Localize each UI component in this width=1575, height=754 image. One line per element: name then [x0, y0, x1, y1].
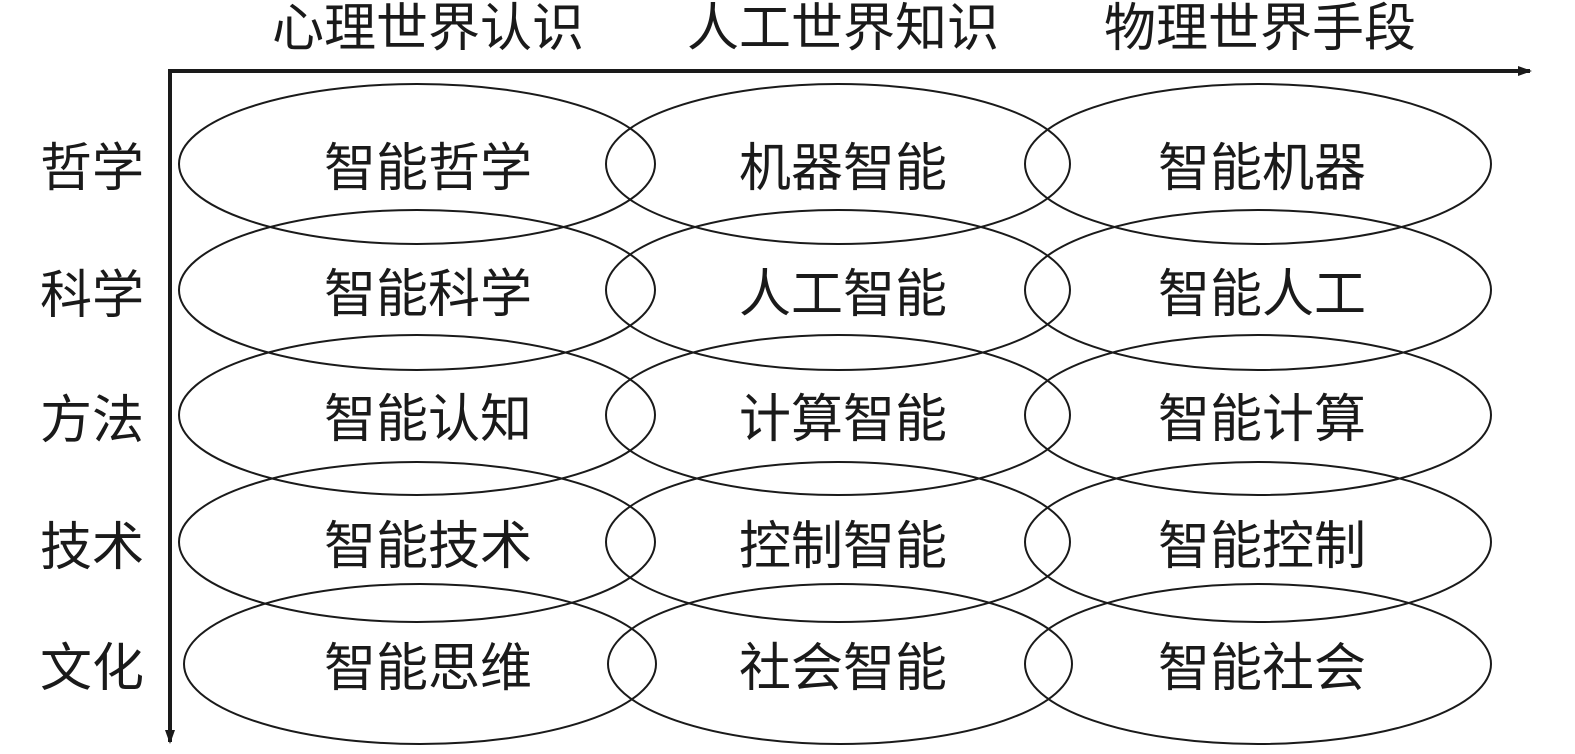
cell-ellipse — [605, 461, 1071, 623]
cell-label: 智能社会 — [1158, 639, 1366, 699]
row-header: 哲学 — [40, 139, 144, 199]
cell-ellipse — [605, 334, 1071, 496]
cell-ellipse — [605, 83, 1071, 245]
cell-ellipse — [1024, 209, 1492, 371]
cell-label: 计算智能 — [739, 390, 947, 450]
column-header: 人工世界知识 — [687, 0, 999, 59]
cell-label: 智能技术 — [324, 517, 532, 577]
cell-ellipse — [1024, 583, 1492, 745]
cell-label: 控制智能 — [739, 517, 947, 577]
row-headers: 哲学 科学 方法 技术 文化 — [40, 139, 144, 699]
matrix-row: 智能哲学 机器智能 智能机器 — [178, 83, 1492, 245]
row-header: 文化 — [40, 639, 144, 699]
cell-label: 智能计算 — [1158, 390, 1366, 450]
cell-label: 人工智能 — [739, 265, 947, 325]
cell-label: 智能哲学 — [324, 139, 532, 199]
row-header: 科学 — [40, 266, 144, 326]
cell-label: 机器智能 — [739, 139, 947, 199]
cell-ellipse — [178, 461, 656, 623]
cell-ellipse — [178, 83, 656, 245]
cell-label: 智能认知 — [324, 390, 532, 450]
column-header: 物理世界手段 — [1104, 0, 1416, 59]
cell-ellipse — [1024, 83, 1492, 245]
column-header: 心理世界认识 — [272, 0, 584, 59]
row-header: 技术 — [40, 518, 144, 578]
matrix-row: 智能技术 控制智能 智能控制 — [178, 461, 1492, 623]
cell-ellipse — [607, 583, 1073, 745]
cell-ellipse — [178, 209, 656, 371]
cell-label: 社会智能 — [739, 639, 947, 699]
cell-ellipse — [183, 583, 657, 745]
cell-label: 智能机器 — [1158, 139, 1366, 199]
cell-label: 智能人工 — [1158, 265, 1366, 325]
row-header: 方法 — [40, 391, 144, 451]
column-headers: 心理世界认识 人工世界知识 物理世界手段 — [272, 0, 1416, 59]
matrix-row: 智能认知 计算智能 智能计算 — [178, 334, 1492, 496]
matrix-row: 智能思维 社会智能 智能社会 — [183, 583, 1492, 745]
cell-label: 智能科学 — [324, 265, 532, 325]
matrix-row: 智能科学 人工智能 智能人工 — [178, 209, 1492, 371]
cell-ellipse — [178, 334, 656, 496]
cell-ellipse — [1024, 334, 1492, 496]
cell-label: 智能控制 — [1158, 517, 1366, 577]
cell-ellipse — [1024, 461, 1492, 623]
cell-label: 智能思维 — [324, 639, 532, 699]
cell-ellipse — [605, 209, 1071, 371]
